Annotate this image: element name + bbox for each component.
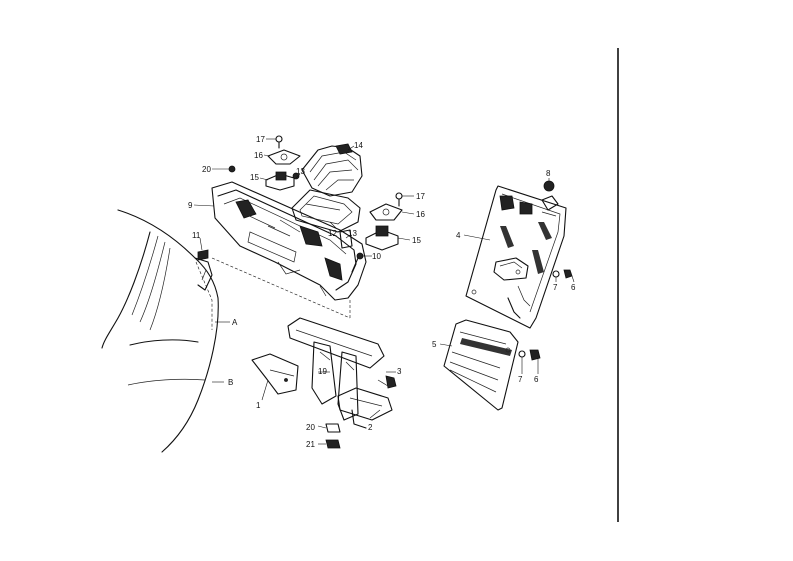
part-13-sleeve-right [339, 229, 353, 249]
part-1-side-bracket [251, 353, 299, 395]
label-B: B [228, 378, 233, 387]
callout-labels: 17 16 15 13 20 9 11 14 12 13 10 17 16 15… [188, 135, 576, 449]
label-5: 5 [432, 340, 437, 349]
part-14-shift-boot [301, 143, 363, 197]
part-4-spring-plate [465, 185, 567, 329]
label-6-upper: 6 [571, 283, 576, 292]
label-13-right: 13 [348, 229, 357, 238]
part-3-nut [377, 375, 397, 389]
label-20-lower: 20 [306, 423, 315, 432]
label-9: 9 [188, 201, 193, 210]
part-11-clip [197, 249, 209, 261]
label-15-upper: 15 [250, 173, 259, 182]
label-17-right: 17 [416, 192, 425, 201]
leader-lines [193, 138, 575, 445]
part-19-support-bracket [287, 317, 385, 421]
label-17-upper: 17 [256, 135, 265, 144]
label-1: 1 [256, 401, 261, 410]
part-13-nut-upper [292, 172, 300, 180]
part-8-knob [541, 180, 559, 211]
label-8: 8 [546, 169, 551, 178]
part-12-shift-bezel [291, 189, 361, 233]
part-15-mount-upper-left [265, 171, 295, 191]
part-16-cover-plate-right [369, 203, 403, 221]
label-7-lower: 7 [518, 375, 523, 384]
part-20-screw-upper [228, 165, 236, 173]
part-9-console-panel [211, 181, 367, 301]
label-19: 19 [318, 367, 327, 376]
part-17-screw-upper-left [275, 135, 283, 149]
label-A: A [232, 318, 238, 327]
label-11: 11 [192, 231, 201, 240]
part-20-21-nut-washer-lower [325, 423, 341, 449]
vehicle-body-outline [101, 209, 219, 453]
label-13-upper: 13 [296, 167, 305, 176]
part-16-cover-plate-upper-left [267, 149, 301, 165]
label-20-upper: 20 [202, 165, 211, 174]
label-4: 4 [456, 231, 461, 240]
part-17-screw-right [395, 192, 403, 207]
label-10: 10 [372, 252, 381, 261]
label-2: 2 [368, 423, 373, 432]
label-3: 3 [397, 367, 402, 376]
label-6-lower: 6 [534, 375, 539, 384]
part-10-bolt [351, 252, 364, 273]
label-21: 21 [306, 440, 315, 449]
part-7-6-washer-nut-upper [552, 269, 573, 279]
label-7-upper: 7 [553, 283, 558, 292]
label-12: 12 [328, 229, 337, 238]
label-14: 14 [354, 141, 363, 150]
label-16-upper: 16 [254, 151, 263, 160]
part-15-mount-right [365, 225, 399, 251]
part-5-lower-plate [443, 319, 519, 411]
part-2-base-bracket [337, 387, 393, 429]
label-16-right: 16 [416, 210, 425, 219]
label-15-right: 15 [412, 236, 421, 245]
